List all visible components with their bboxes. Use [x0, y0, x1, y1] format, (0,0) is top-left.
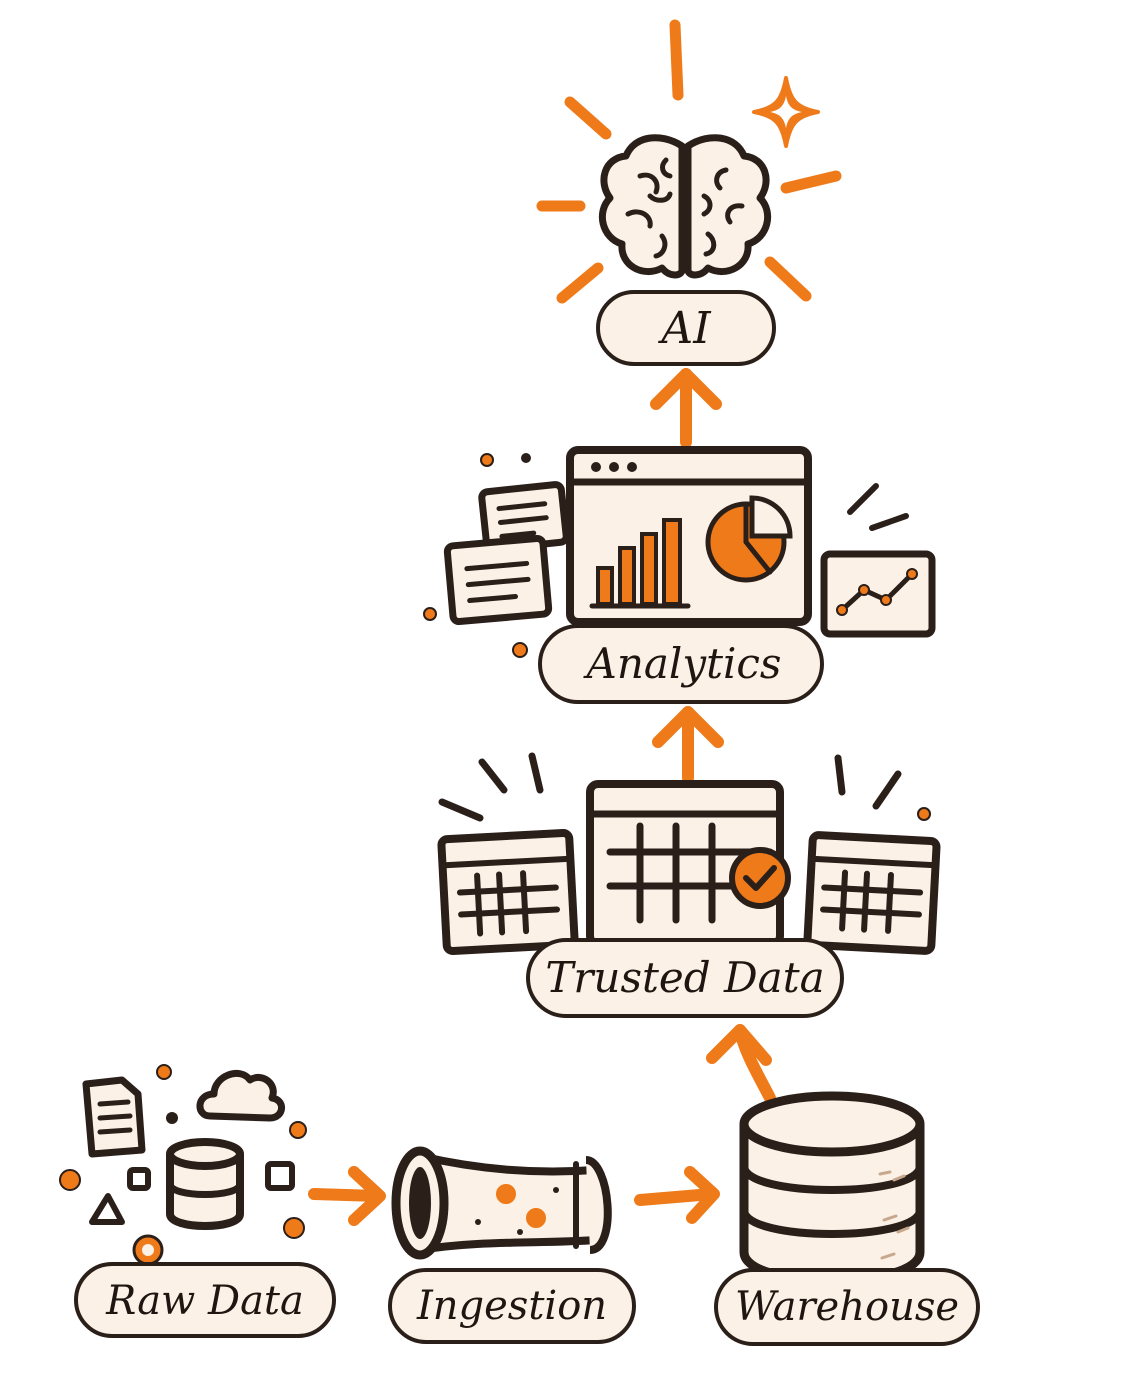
warehouse-pill: Warehouse	[714, 1268, 980, 1346]
analytics-node: Analytics	[423, 446, 936, 704]
arrow-trusted-to-analytics	[652, 706, 724, 784]
ai-node: AI	[536, 19, 842, 366]
decor-dots	[423, 453, 531, 658]
analytics-pill: Analytics	[538, 624, 824, 704]
pie-chart-icon	[705, 495, 793, 583]
right-table-icon	[803, 831, 941, 955]
center-table-icon	[586, 780, 791, 948]
ai-label: AI	[657, 303, 712, 354]
database-icon	[166, 1138, 244, 1230]
brain-icon	[598, 134, 772, 279]
analytics-label: Analytics	[583, 639, 782, 688]
document-icon	[82, 1076, 146, 1158]
trusted-data-pill: Trusted Data	[526, 938, 844, 1018]
ai-rays	[536, 19, 842, 304]
report-icon	[443, 481, 570, 626]
verified-check-icon	[729, 847, 791, 909]
arrow-warehouse-to-trusted	[706, 1024, 776, 1104]
arrow-raw-to-ingestion	[308, 1166, 386, 1226]
raw-data-pill: Raw Data	[74, 1262, 336, 1338]
cloud-icon	[196, 1070, 285, 1122]
trusted-spark-marks	[438, 752, 902, 822]
bar-chart-icon	[589, 518, 691, 609]
raw-data-label: Raw Data	[105, 1278, 304, 1324]
warehouse-node: Warehouse	[714, 1091, 980, 1346]
ingestion-node: Ingestion	[388, 1146, 636, 1344]
trusted-data-label: Trusted Data	[545, 953, 824, 1002]
arrow-analytics-to-ai	[650, 368, 722, 448]
pipe-icon	[391, 1146, 612, 1260]
raw-data-node: Raw Data	[59, 1064, 336, 1338]
ai-pill: AI	[596, 290, 776, 366]
arrow-ingestion-to-warehouse	[634, 1166, 720, 1224]
line-chart-icon	[820, 550, 936, 638]
left-table-icon	[437, 829, 579, 955]
trusted-data-node: Trusted Data	[437, 752, 941, 1018]
ingestion-pill: Ingestion	[388, 1268, 636, 1344]
raw-data-shapes	[59, 1064, 307, 1266]
warehouse-database-icon	[739, 1091, 925, 1285]
dashboard-icon	[566, 446, 812, 626]
warehouse-label: Warehouse	[735, 1284, 959, 1330]
ingestion-label: Ingestion	[416, 1283, 607, 1329]
analytics-spark-marks	[847, 483, 909, 531]
